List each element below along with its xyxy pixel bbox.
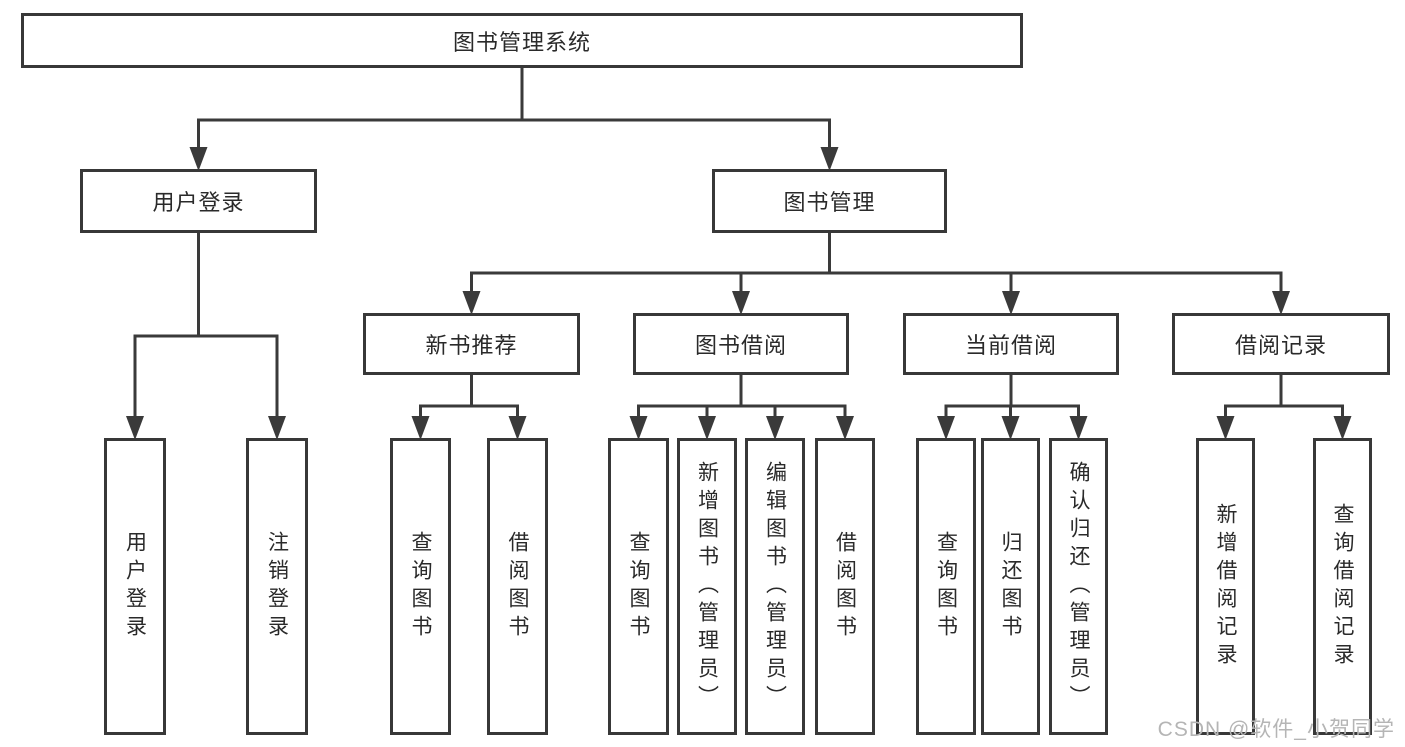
arrowhead-icon [766, 416, 784, 440]
node-new-book-rec: 新书推荐 [363, 313, 580, 375]
node-leaf-cb-confirm: 确认归还（管理员） [1049, 438, 1108, 735]
arrowhead-icon [268, 416, 286, 440]
arrowhead-icon [1069, 416, 1088, 440]
node-leaf-user-login: 用户登录 [104, 438, 166, 735]
node-leaf-nbr-query: 查询图书 [390, 438, 451, 735]
node-label-leaf-bb-borrow: 借阅图书 [833, 530, 857, 643]
node-current-borrow: 当前借阅 [903, 313, 1119, 375]
node-leaf-cb-return: 归还图书 [981, 438, 1040, 735]
node-book-borrow: 图书借阅 [633, 313, 849, 375]
node-leaf-cb-query: 查询图书 [916, 438, 976, 735]
arrowhead-icon [836, 416, 854, 440]
node-root: 图书管理系统 [21, 13, 1023, 68]
node-leaf-logout: 注销登录 [246, 438, 308, 735]
node-label-new-book-rec: 新书推荐 [425, 333, 518, 358]
node-label-leaf-bb-add: 新增图书（管理员） [695, 460, 719, 713]
arrowhead-icon [411, 416, 430, 440]
node-label-leaf-cb-return: 归还图书 [999, 530, 1022, 643]
node-label-leaf-cb-confirm: 确认归还（管理员） [1067, 460, 1090, 713]
node-label-leaf-nbr-borrow: 借阅图书 [506, 530, 529, 643]
node-label-book-borrow: 图书借阅 [694, 333, 787, 358]
node-user-login: 用户登录 [80, 169, 317, 233]
node-leaf-br-query: 查询借阅记录 [1313, 438, 1372, 735]
node-label-leaf-bb-query: 查询图书 [627, 530, 650, 643]
arrowhead-icon [1001, 416, 1020, 440]
node-label-leaf-br-query: 查询借阅记录 [1331, 502, 1354, 671]
arrowhead-icon [698, 416, 716, 440]
node-label-user-login: 用户登录 [152, 190, 245, 215]
node-leaf-nbr-borrow: 借阅图书 [487, 438, 548, 735]
arrowhead-icon [126, 416, 144, 440]
arrowhead-icon [189, 147, 208, 171]
arrowhead-icon [1002, 291, 1020, 315]
node-label-leaf-cb-query: 查询图书 [934, 530, 958, 643]
node-label-leaf-user-login: 用户登录 [123, 530, 147, 643]
node-leaf-bb-add: 新增图书（管理员） [677, 438, 737, 735]
arrowhead-icon [1216, 416, 1235, 440]
arrowhead-icon [732, 291, 750, 315]
node-leaf-bb-query: 查询图书 [608, 438, 669, 735]
node-leaf-bb-edit: 编辑图书（管理员） [745, 438, 805, 735]
node-leaf-bb-borrow: 借阅图书 [815, 438, 875, 735]
node-label-leaf-bb-edit: 编辑图书（管理员） [763, 460, 787, 713]
arrowhead-icon [508, 416, 527, 440]
arrowhead-icon [1333, 416, 1352, 440]
arrowhead-icon [629, 416, 648, 440]
node-label-root: 图书管理系统 [452, 29, 591, 55]
node-label-leaf-logout: 注销登录 [265, 530, 289, 643]
node-leaf-br-add: 新增借阅记录 [1196, 438, 1255, 735]
arrowhead-icon [1272, 291, 1290, 315]
arrowhead-icon [937, 416, 955, 440]
node-book-mgmt: 图书管理 [712, 169, 947, 233]
node-label-book-mgmt: 图书管理 [783, 190, 876, 215]
arrowhead-icon [462, 291, 481, 315]
node-label-leaf-nbr-query: 查询图书 [409, 530, 432, 643]
node-label-borrow-records: 借阅记录 [1234, 333, 1327, 358]
watermark: CSDN @软件_小贺同学 [1157, 718, 1395, 741]
node-label-current-borrow: 当前借阅 [964, 333, 1057, 358]
node-label-leaf-br-add: 新增借阅记录 [1214, 502, 1237, 671]
node-borrow-records: 借阅记录 [1172, 313, 1390, 375]
arrowhead-icon [820, 147, 839, 171]
